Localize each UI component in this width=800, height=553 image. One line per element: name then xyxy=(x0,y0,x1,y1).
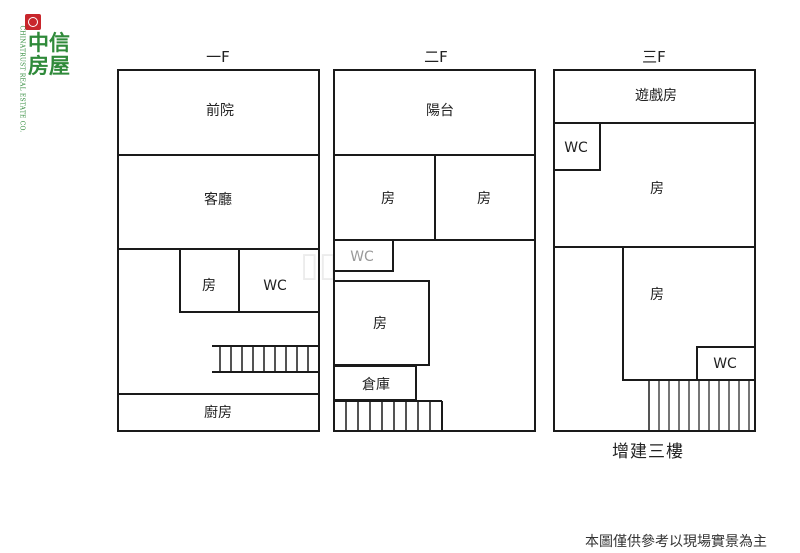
logo-chinese-name: 中信 房屋 xyxy=(24,32,84,78)
floor-3-staircase xyxy=(648,380,750,431)
floor-2-bedroom-right-label: 房 xyxy=(477,191,491,207)
floor-3-wc-top-block xyxy=(553,122,601,171)
floor-2-bedroom-mid-label: 房 xyxy=(373,316,387,332)
floor-1-living-room-label: 客廳 xyxy=(204,192,232,208)
third-floor-extension-note: 增建三樓 xyxy=(612,442,684,462)
floor-2-bedroom-wall xyxy=(434,154,436,241)
floor-3-wc-top-label: WC xyxy=(564,140,588,156)
floor-2-balcony-label: 陽台 xyxy=(426,103,454,119)
floor-3-wc-bottom-block xyxy=(696,346,756,381)
logo-mark-icon xyxy=(25,14,41,30)
logo-line-2: 房屋 xyxy=(28,54,70,78)
floor-1-staircase xyxy=(212,345,320,373)
disclaimer-footnote: 本圖僅供參考以現場實景為主 xyxy=(585,534,767,550)
logo-line-1: 中信 xyxy=(28,31,70,55)
floor-3-game-room-label: 遊戲房 xyxy=(635,88,677,104)
floor-1-wc-wall xyxy=(238,248,240,313)
floor-1-bedroom-label: 房 xyxy=(202,278,216,294)
floor-2-staircase xyxy=(334,400,443,432)
floor-2-wc-block xyxy=(333,239,394,272)
company-logo: CHINATRUST REAL ESTATE CO. 中信 房屋 xyxy=(12,14,84,132)
floor-1-title: 一F xyxy=(206,48,230,66)
floor-1-kitchen-label: 廚房 xyxy=(204,405,232,421)
floor-1-bedroom-wc-block xyxy=(179,248,320,313)
floor-2-bedroom-left-label: 房 xyxy=(381,191,395,207)
floor-2-title: 二F xyxy=(424,48,448,66)
floor-1-front-yard-label: 前院 xyxy=(206,103,234,119)
floor-3-wc-bottom-label: WC xyxy=(713,356,737,372)
floor-3-divider-a xyxy=(553,122,756,124)
floor-2-wc-label: WC xyxy=(350,249,374,265)
floor-1-divider-c xyxy=(117,393,320,395)
floor-1-wc-label: WC xyxy=(263,278,287,294)
floor-3-bedroom-top-label: 房 xyxy=(650,181,664,197)
floor-1-divider-a xyxy=(117,154,320,156)
floor-3-title: 三F xyxy=(642,48,666,66)
floor-2-storage-label: 倉庫 xyxy=(362,377,390,393)
floor-3-bedroom-bottom-label: 房 xyxy=(650,287,664,303)
